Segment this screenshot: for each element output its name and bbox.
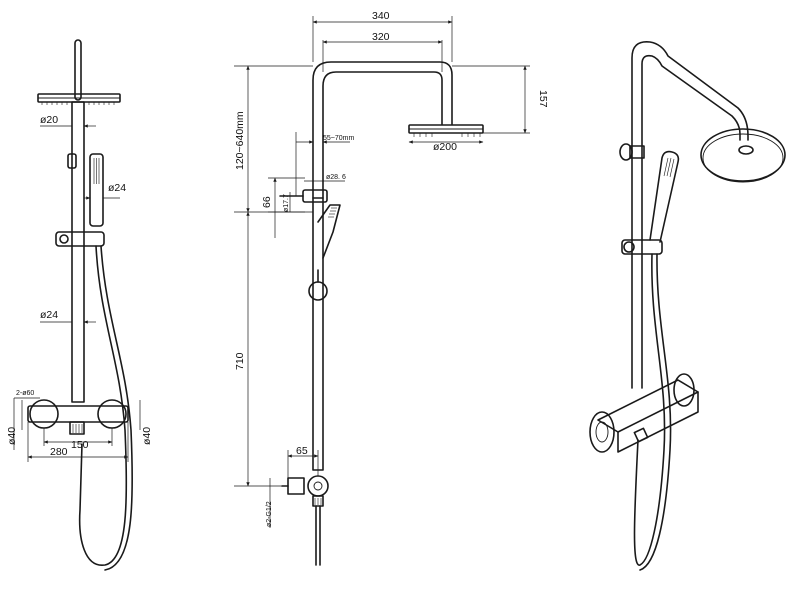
side-slider-ball bbox=[308, 281, 328, 301]
dim-height-range: 120~640mm bbox=[234, 111, 246, 170]
persp-overhead-arm bbox=[631, 41, 749, 389]
dim-total-width: 280 bbox=[50, 446, 68, 458]
front-view: ø20 ø24 ø24 2-ø60 ø40 ø40 150 280 bbox=[6, 39, 153, 571]
dim-holder-diameter: ø28. 6 bbox=[326, 174, 346, 181]
persp-right-knob bbox=[673, 373, 695, 407]
dim-hand-diameter: ø24 bbox=[108, 182, 126, 194]
head-nozzles bbox=[41, 102, 115, 105]
front-hose bbox=[78, 245, 128, 566]
dim-rose-diameter: ø20 bbox=[40, 114, 58, 126]
dim-arm-width-inner: 320 bbox=[372, 31, 390, 43]
side-mixer-hatch bbox=[314, 498, 322, 505]
dim-holder-range: 55~70mm bbox=[323, 135, 354, 142]
front-slider bbox=[55, 231, 105, 247]
dim-offset: 65 bbox=[296, 445, 308, 457]
persp-hand-shower bbox=[649, 150, 680, 243]
side-mixer-body bbox=[307, 475, 329, 497]
dim-holder-height: 66 bbox=[261, 196, 273, 208]
dim-head-drop: 157 bbox=[537, 90, 549, 108]
dim-rail-length: 710 bbox=[234, 352, 246, 370]
dim-holder-small-diameter: ø17.7 bbox=[283, 194, 290, 212]
dim-thread: ø2-G1/2 bbox=[266, 501, 273, 527]
dim-outlet-angle: 2-ø60 bbox=[16, 390, 34, 397]
dim-head-diameter: ø200 bbox=[433, 141, 457, 153]
front-hand-shower bbox=[89, 153, 104, 227]
side-rail bbox=[312, 197, 324, 471]
persp-slider bbox=[621, 239, 663, 255]
mixer-outlet-hatch bbox=[72, 424, 83, 433]
side-hand-hatch bbox=[328, 207, 337, 218]
front-riser-pipe bbox=[74, 39, 82, 101]
dim-left-diameter: ø40 bbox=[6, 427, 18, 445]
front-left-knob bbox=[29, 399, 59, 429]
persp-left-knob bbox=[589, 411, 615, 453]
front-right-knob bbox=[97, 399, 127, 429]
side-overhead-arm bbox=[312, 61, 453, 199]
side-head-nozzles bbox=[413, 133, 481, 137]
front-rail bbox=[71, 101, 85, 403]
persp-hand-hatch bbox=[663, 157, 675, 178]
perspective-view bbox=[589, 41, 786, 571]
dim-rail-diameter: ø24 bbox=[40, 309, 58, 321]
dim-right-diameter: ø40 bbox=[141, 427, 153, 445]
persp-shower-head bbox=[700, 128, 786, 182]
hand-nozzle-hatch bbox=[93, 158, 100, 184]
persp-hose bbox=[633, 253, 666, 566]
side-hand-shower bbox=[317, 204, 341, 259]
side-view: 340 320 157 ø200 120~640mm 55~70mm ø28. … bbox=[234, 10, 549, 566]
dim-center-distance: 150 bbox=[71, 439, 89, 451]
dim-arm-width-outer: 340 bbox=[372, 10, 390, 22]
front-mixer-bar bbox=[27, 405, 129, 423]
